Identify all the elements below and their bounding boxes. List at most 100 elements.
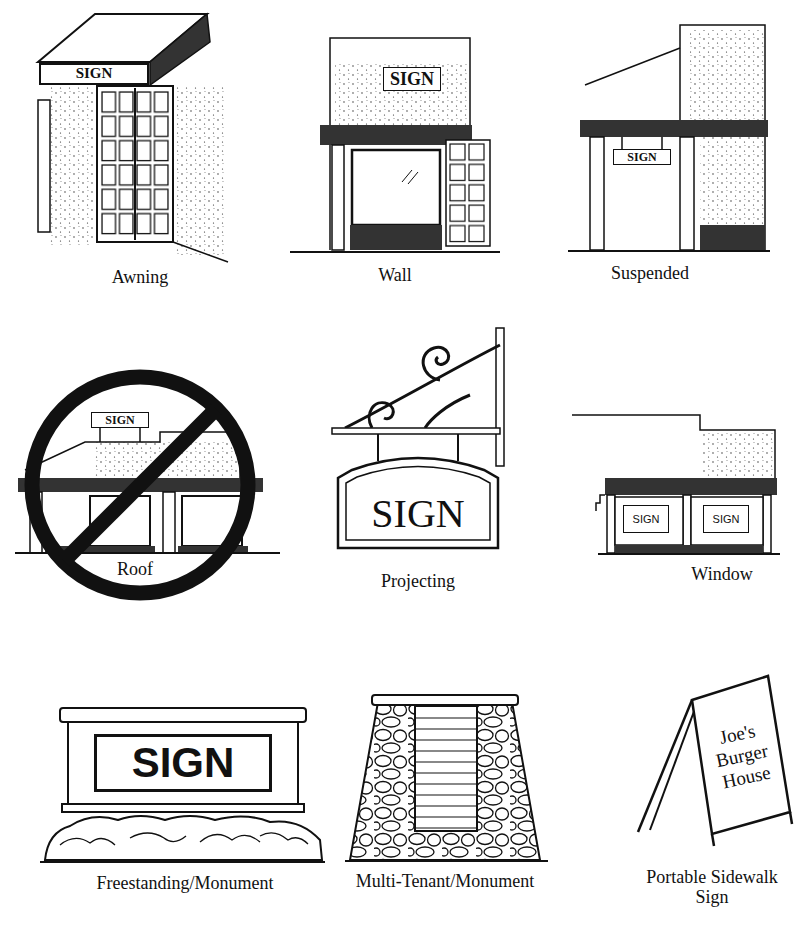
awning-side	[150, 14, 210, 85]
sidewalk-board	[692, 676, 790, 834]
ground-line	[598, 553, 780, 555]
column	[763, 495, 771, 553]
a-frame-leg	[790, 812, 792, 824]
caption-text: Wall	[378, 266, 412, 286]
monument-cap	[372, 695, 518, 705]
base	[178, 546, 248, 553]
wall-stipple	[690, 30, 765, 120]
building-outline	[572, 415, 775, 478]
base	[700, 225, 765, 250]
door-divider	[134, 88, 136, 240]
base	[350, 225, 442, 250]
hanger	[377, 434, 379, 461]
building-outline	[680, 25, 765, 250]
monument-cap	[60, 708, 306, 722]
glare-line	[408, 172, 418, 184]
sign-text: SIGN	[132, 742, 235, 784]
awning-sign: SIGN	[39, 63, 149, 85]
caption: Multi-Tenant/Monument	[345, 872, 545, 892]
caption: Wall	[295, 266, 495, 286]
ground-line	[568, 250, 770, 252]
bracket-bar	[332, 428, 500, 434]
stone-monument	[350, 702, 540, 860]
sign-text: SIGN	[713, 514, 740, 525]
wall-stipple	[175, 85, 225, 255]
prohibition-slash	[64, 409, 216, 561]
sign-panel-inner	[346, 467, 490, 541]
window-sign: SIGN	[623, 505, 669, 533]
stair-edge	[596, 495, 605, 511]
door-panes	[448, 142, 486, 244]
caption-text: Window	[691, 565, 752, 585]
wall-stipple	[702, 433, 775, 478]
caption: Portable Sidewalk Sign	[637, 868, 787, 908]
sign-text: SIGN	[390, 70, 434, 88]
projecting-sign: SIGN	[355, 489, 481, 539]
column	[683, 495, 691, 553]
caption-text: Portable Sidewalk Sign	[637, 868, 787, 908]
a-frame-leg	[650, 706, 696, 830]
tenant-panel	[415, 706, 477, 831]
caption-text: Awning	[112, 268, 168, 288]
sign-text: Joe's Burger House	[705, 718, 779, 795]
bracket-scroll	[369, 403, 393, 428]
door-frame	[97, 86, 173, 242]
bracket-scroll	[423, 347, 449, 380]
caption: Window	[647, 565, 797, 585]
a-frame-leg	[712, 834, 714, 846]
hanger	[457, 434, 459, 461]
caption-text: Freestanding/Monument	[97, 874, 274, 894]
shop-window	[352, 150, 440, 225]
ground-line	[345, 860, 548, 862]
tenant-slats	[416, 708, 476, 830]
rock-scribble	[60, 833, 308, 845]
monument-sign: SIGN	[94, 734, 272, 792]
sign-text: SIGN	[633, 514, 660, 525]
rock-base	[45, 816, 322, 860]
caption: Suspended	[550, 264, 750, 284]
caption: Awning	[40, 268, 240, 288]
beam	[580, 120, 768, 137]
beam	[605, 478, 777, 495]
column	[163, 492, 175, 553]
prohibition-circle	[32, 377, 248, 593]
ground-line	[40, 861, 325, 863]
column	[590, 137, 604, 250]
bracket-arm	[345, 345, 500, 428]
door-frame	[446, 140, 490, 246]
roof-line	[585, 48, 680, 85]
wall-stipple	[335, 62, 468, 125]
ground-line	[290, 251, 500, 253]
glare-line	[402, 170, 412, 182]
monument-cabinet	[68, 722, 298, 804]
bracket-scroll	[425, 395, 470, 428]
wall-bracket	[496, 328, 504, 466]
wall-sign: SIGN	[383, 67, 441, 91]
caption-text: Roof	[115, 560, 155, 580]
ground-line	[173, 242, 228, 262]
window-sign: SIGN	[703, 505, 749, 533]
wall-stipple	[50, 85, 95, 245]
roof-sign: SIGN	[91, 412, 149, 428]
sign-post	[99, 428, 101, 442]
wall-stipple	[700, 137, 765, 225]
column	[607, 495, 615, 553]
sign-text: SIGN	[371, 494, 464, 534]
caption-text: Suspended	[611, 264, 689, 284]
a-frame-leg	[638, 700, 692, 832]
caption: Projecting	[318, 572, 518, 592]
sign-text: SIGN	[627, 151, 656, 163]
monument-plinth	[62, 804, 304, 812]
base	[615, 545, 763, 553]
caption: Roof	[105, 560, 165, 580]
sign-post	[139, 428, 141, 442]
column	[332, 145, 344, 250]
column	[680, 137, 694, 250]
shop-window	[691, 497, 763, 545]
sign-panel-outline	[338, 458, 498, 548]
building-outline	[25, 432, 240, 478]
caption-text: Multi-Tenant/Monument	[356, 872, 535, 892]
shop-window	[615, 497, 683, 545]
sign-text: SIGN	[76, 66, 113, 81]
